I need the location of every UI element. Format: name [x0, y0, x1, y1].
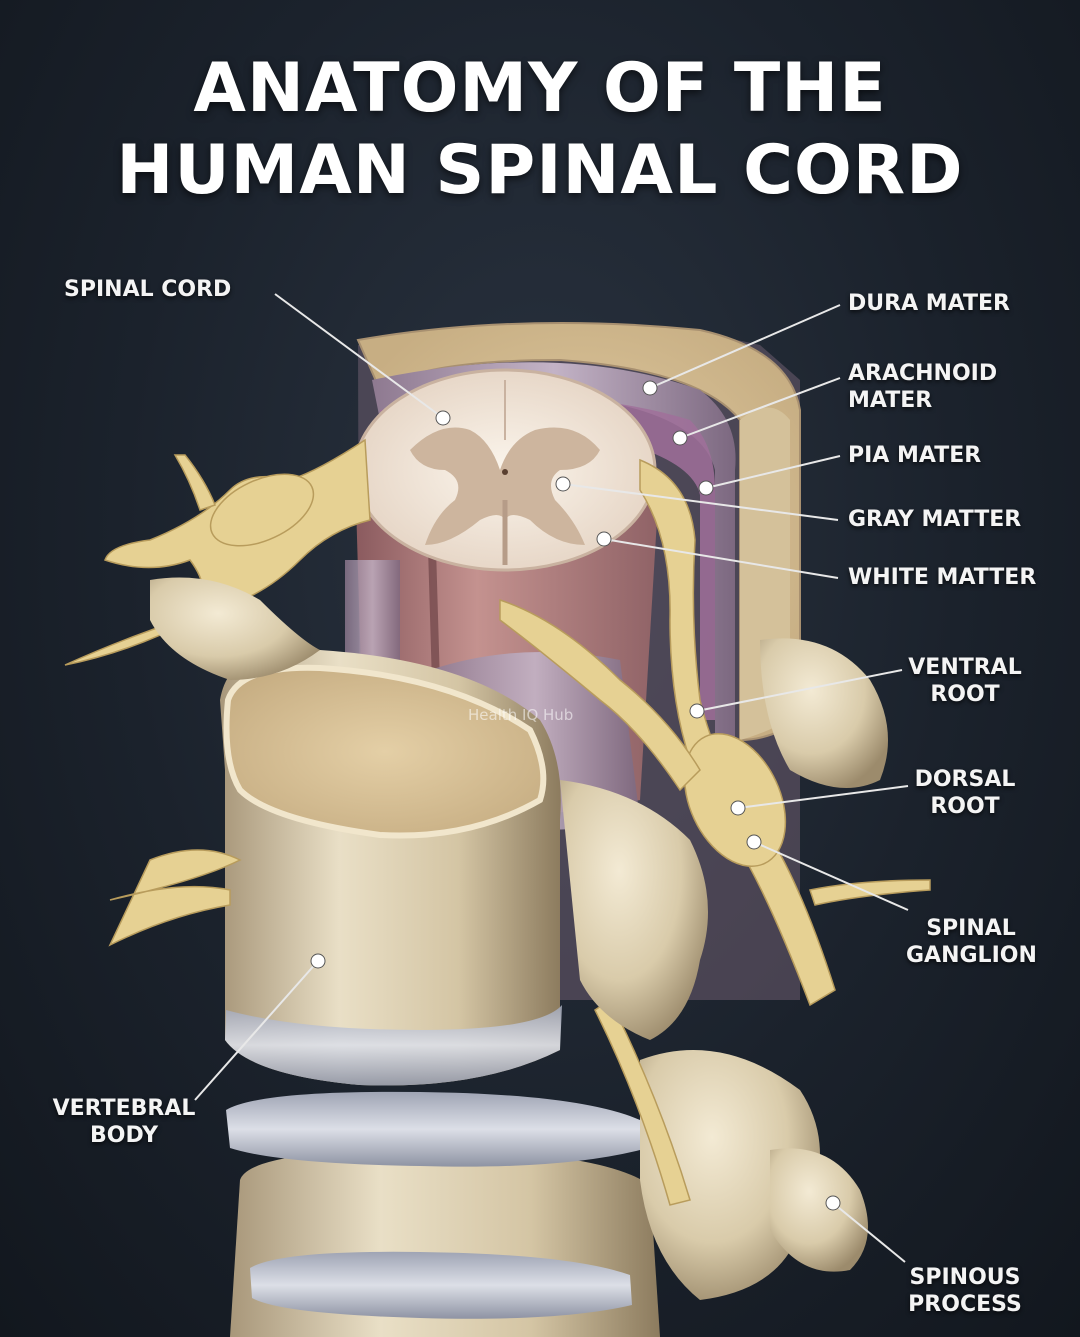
label-spinous-process: SPINOUS PROCESS — [900, 1264, 1030, 1318]
label-white-matter: WHITE MATTER — [848, 565, 1037, 590]
title-line-2: HUMAN SPINAL CORD — [116, 131, 964, 210]
label-dorsal-root-line-2: ROOT — [930, 794, 1000, 819]
label-arachnoid-mater-line-1: ARACHNOID — [848, 361, 998, 386]
label-ventral-root-line-1: VENTRAL — [908, 655, 1022, 680]
label-arachnoid-mater-line-2: MATER — [848, 388, 933, 413]
label-vertebral-body-line-1: VERTEBRAL — [52, 1096, 196, 1121]
leader-dots — [310, 380, 841, 1211]
label-arachnoid-mater: ARACHNOID MATER — [848, 360, 997, 414]
label-spinous-process-line-1: SPINOUS — [909, 1265, 1021, 1290]
label-dura-mater: DURA MATER — [848, 291, 1010, 316]
label-pia-mater: PIA MATER — [848, 443, 982, 468]
leader-lines — [194, 293, 909, 1263]
label-gray-matter: GRAY MATTER — [848, 507, 1022, 532]
watermark: Health IQ Hub — [468, 706, 574, 724]
left-spinal-nerve — [64, 438, 371, 666]
label-dorsal-root-line-1: DORSAL — [914, 767, 1016, 792]
label-spinal-ganglion: SPINAL GANGLION — [906, 915, 1037, 969]
lower-disc — [226, 1091, 640, 1167]
right-spinal-nerve — [499, 458, 931, 1206]
spinous-process-shape — [770, 1148, 868, 1272]
label-spinous-process-line-2: PROCESS — [908, 1292, 1022, 1317]
label-ventral-root: VENTRAL ROOT — [906, 654, 1024, 708]
lower-vertebrae — [226, 1050, 868, 1337]
bottom-disc — [250, 1251, 632, 1319]
page-title: ANATOMY OF THE HUMAN SPINAL CORD — [0, 48, 1080, 212]
label-spinal-ganglion-line-2: GANGLION — [906, 943, 1037, 968]
lower-left-nerve — [108, 849, 242, 947]
label-spinal-cord: SPINAL CORD — [64, 277, 232, 302]
label-vertebral-body-line-2: BODY — [89, 1123, 159, 1148]
label-spinal-ganglion-line-1: SPINAL — [926, 916, 1016, 941]
label-vertebral-body: VERTEBRAL BODY — [52, 1095, 196, 1149]
gray-matter-shape — [410, 427, 600, 545]
label-dorsal-root: DORSAL ROOT — [906, 766, 1024, 820]
label-ventral-root-line-2: ROOT — [930, 682, 1000, 707]
title-line-1: ANATOMY OF THE — [193, 49, 887, 128]
